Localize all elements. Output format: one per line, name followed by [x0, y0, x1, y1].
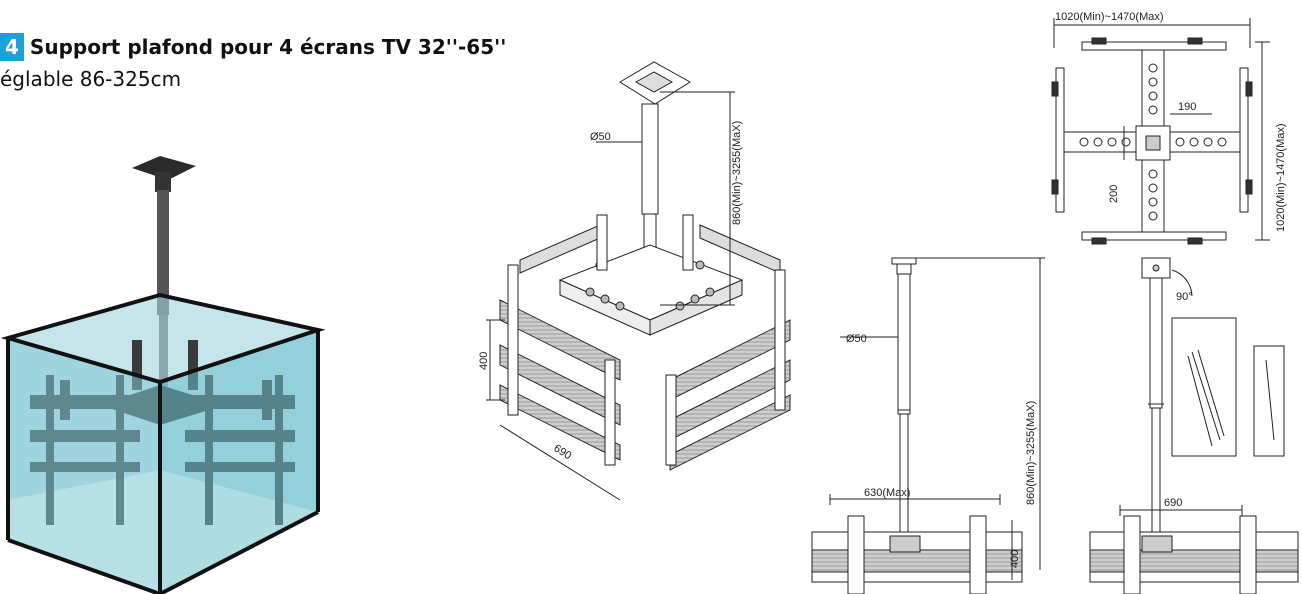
side-height-label: 860(Min)~3255(MaX) [1025, 401, 1037, 505]
ceiling-bracket [155, 172, 171, 192]
cube-frame [0, 292, 326, 594]
top-190-label: 190 [1178, 101, 1196, 113]
iso-diameter-label: Ø50 [590, 131, 611, 143]
cube-right-face [160, 330, 318, 594]
cube-left-face [8, 338, 160, 594]
pole-upper [157, 190, 169, 315]
front-90-label: 90° [1176, 291, 1193, 303]
top-height-label: 1020(Min)~1470(Max) [1275, 123, 1287, 232]
iso-400-label: 400 [478, 352, 490, 370]
product-photo [0, 156, 326, 594]
iso-height-label: 860(Min)~3255(MaX) [731, 121, 743, 225]
top-200-label: 200 [1108, 185, 1120, 203]
product-subtitle: églable 86-325cm [0, 67, 182, 91]
front-view-drawing [1089, 257, 1299, 594]
side-630-label: 630(Max) [864, 487, 910, 499]
top-view-drawing [1051, 18, 1270, 245]
front-690-label: 690 [1164, 497, 1182, 509]
side-400-label: 400 [1009, 550, 1021, 568]
isometric-drawing [486, 61, 791, 501]
ceiling-plate [132, 156, 196, 180]
side-view-drawing [811, 257, 1045, 594]
top-width-label: 1020(Min)~1470(Max) [1055, 11, 1164, 23]
title-text: Support plafond pour 4 écrans TV 32''-65… [29, 35, 507, 59]
side-diameter-label: Ø50 [846, 333, 867, 345]
title-badge: 4 [0, 33, 24, 61]
